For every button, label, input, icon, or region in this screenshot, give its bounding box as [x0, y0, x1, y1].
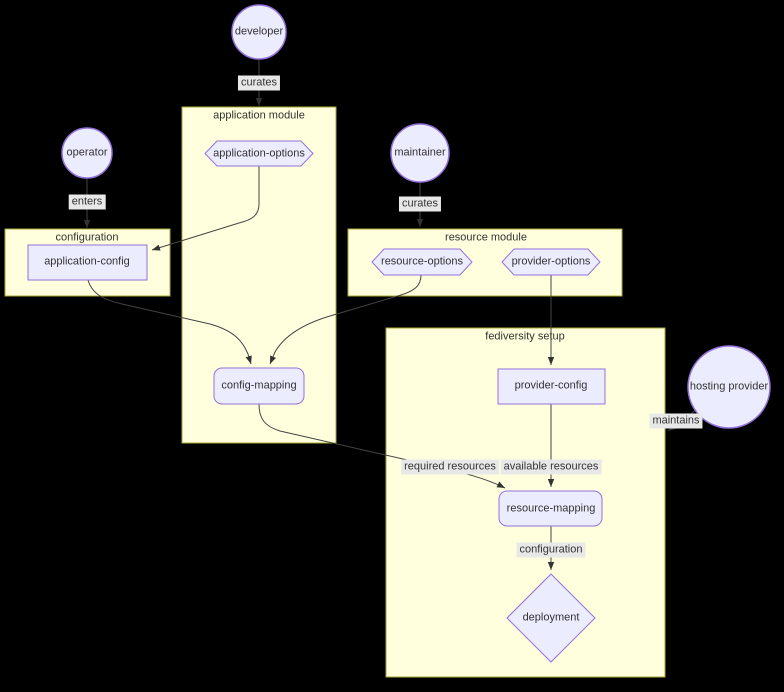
node-hosting-provider — [687, 345, 771, 429]
node-deployment — [506, 573, 596, 663]
node-resource-options — [371, 248, 473, 276]
edge-application-options-to-application-config — [151, 166, 260, 251]
edge-hosting-provider-to-fediversity-setup — [667, 409, 697, 432]
node-provider-config — [497, 368, 606, 405]
edge-resource-options-to-config-mapping — [269, 274, 422, 365]
edge-application-config-to-config-mapping — [87, 279, 252, 365]
node-resource-mapping — [498, 490, 603, 527]
node-provider-options — [501, 248, 601, 276]
node-config-mapping — [213, 367, 305, 405]
node-operator — [61, 127, 113, 179]
nodes — [27, 4, 771, 663]
node-maintainer — [390, 123, 450, 183]
node-application-config — [27, 244, 148, 281]
node-developer — [231, 4, 287, 60]
node-application-options — [204, 140, 314, 167]
edges — [83, 60, 697, 570]
